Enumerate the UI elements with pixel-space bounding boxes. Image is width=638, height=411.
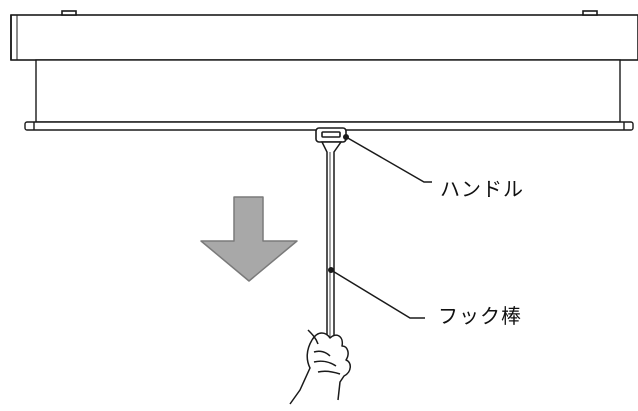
hand-icon <box>289 329 351 405</box>
bottom-bar <box>24 121 634 131</box>
handle <box>315 127 349 143</box>
screen-fabric <box>35 59 621 123</box>
callout-line-hook <box>330 269 425 319</box>
callout-line-handle <box>345 136 432 183</box>
handle-label: ハンドル <box>440 177 524 201</box>
hook-pole-label: フック棒 <box>438 304 522 328</box>
arrow-down-icon <box>200 196 298 282</box>
screen-housing <box>10 10 638 65</box>
mount-tab-left <box>61 10 77 16</box>
hook-pole <box>320 141 343 346</box>
mount-tab-right <box>582 10 598 16</box>
callout-lines <box>330 136 432 319</box>
